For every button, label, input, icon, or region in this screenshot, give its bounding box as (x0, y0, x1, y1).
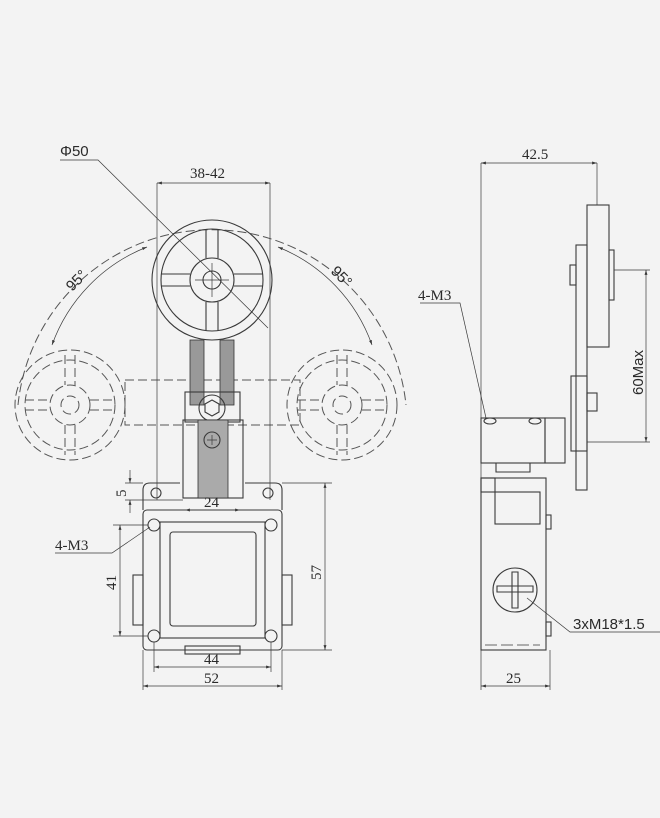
dim-arm-width: 38-42 (190, 166, 225, 182)
side-body (480, 477, 547, 651)
front-view: 95° 95° (14, 143, 407, 690)
side-view: 42.5 60Max 4-M3 3xM18*1.5 25 (418, 147, 660, 690)
wheel-left-alt (14, 349, 126, 461)
switch-body (142, 509, 283, 651)
angle-arc-right (277, 246, 373, 346)
dim-wheel-diameter: Φ50 (60, 143, 89, 160)
arm-alt-bar (124, 379, 301, 426)
flange-plate (142, 482, 283, 510)
side-arm (575, 244, 588, 491)
dim-hole-spacing-horizontal: 44 (204, 652, 220, 668)
dim-body-width: 52 (204, 671, 219, 687)
dim-body-height: 57 (309, 565, 325, 581)
angle-arc-left (51, 246, 148, 346)
angle-right-label: 95° (327, 263, 355, 291)
arm-bolt (198, 394, 226, 422)
dim-overall-depth: 42.5 (522, 147, 548, 163)
side-roller (586, 204, 610, 348)
side-head (480, 417, 546, 464)
dim-flange-offset: 5 (114, 490, 130, 498)
swing-arc (17, 229, 407, 406)
mount-screws (147, 518, 278, 643)
lever-arm-left (189, 339, 205, 406)
lever-arm-right (219, 339, 235, 406)
dim-arm-length: 60Max (630, 349, 647, 395)
label-side-mount-holes: 4-M3 (418, 288, 451, 304)
dim-body-depth: 25 (506, 671, 521, 687)
label-conduit-thread: 3xM18*1.5 (573, 616, 645, 633)
dim-head-width: 24 (204, 495, 220, 511)
label-mount-holes: 4-M3 (55, 538, 88, 554)
roller-wheel (151, 219, 273, 341)
conduit-entry (492, 567, 538, 613)
angle-left-label: 95° (63, 267, 91, 295)
wheel-right-alt (286, 349, 398, 461)
hex-socket-icon (204, 399, 220, 417)
body-cover (169, 531, 257, 627)
dim-hole-spacing-vertical: 41 (104, 575, 120, 590)
